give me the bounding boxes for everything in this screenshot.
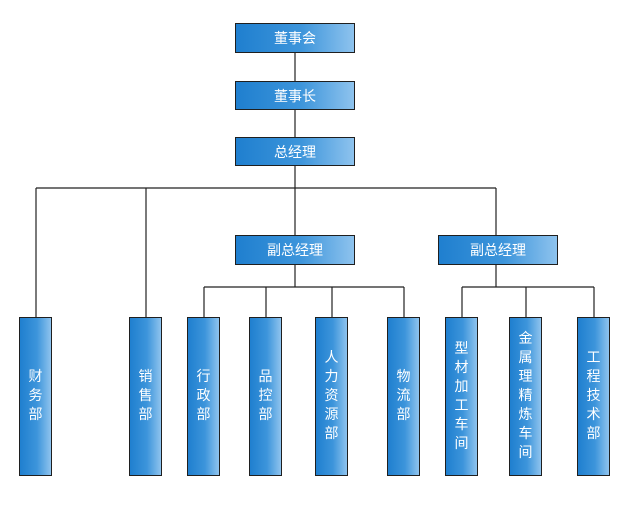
node-engineering-label: 工程技术部 [586, 350, 601, 442]
node-logistics-label: 物流部 [396, 369, 411, 423]
node-general-manager: 总经理 [235, 137, 355, 166]
node-sales: 销售部 [129, 317, 162, 476]
node-logistics: 物流部 [387, 317, 420, 476]
node-sales-label: 销售部 [138, 369, 153, 423]
node-human-resources: 人力资源部 [315, 317, 348, 476]
node-vice-gm-2-label: 副总经理 [470, 243, 526, 259]
node-finance-label: 财务部 [28, 369, 43, 423]
node-quality-control-label: 品控部 [258, 369, 273, 423]
node-admin: 行政部 [187, 317, 220, 476]
node-quality-control: 品控部 [249, 317, 282, 476]
node-board-label: 董事会 [274, 31, 316, 47]
node-general-manager-label: 总经理 [274, 144, 316, 161]
node-profile-workshop: 型材加工车间 [445, 317, 478, 476]
node-profile-workshop-label: 型材加工车间 [454, 340, 469, 452]
node-metal-workshop-label: 金属理精炼车间 [518, 331, 533, 461]
node-vice-gm-1: 副总经理 [235, 235, 355, 265]
node-human-resources-label: 人力资源部 [324, 350, 339, 442]
node-metal-workshop: 金属理精炼车间 [509, 317, 542, 476]
node-engineering: 工程技术部 [577, 317, 610, 476]
node-admin-label: 行政部 [196, 369, 211, 423]
node-board: 董事会 [235, 23, 355, 53]
node-chairman-label: 董事长 [274, 88, 316, 105]
node-vice-gm-2: 副总经理 [438, 235, 558, 265]
node-finance: 财务部 [19, 317, 52, 476]
node-vice-gm-1-label: 副总经理 [267, 243, 323, 259]
node-chairman: 董事长 [235, 81, 355, 110]
